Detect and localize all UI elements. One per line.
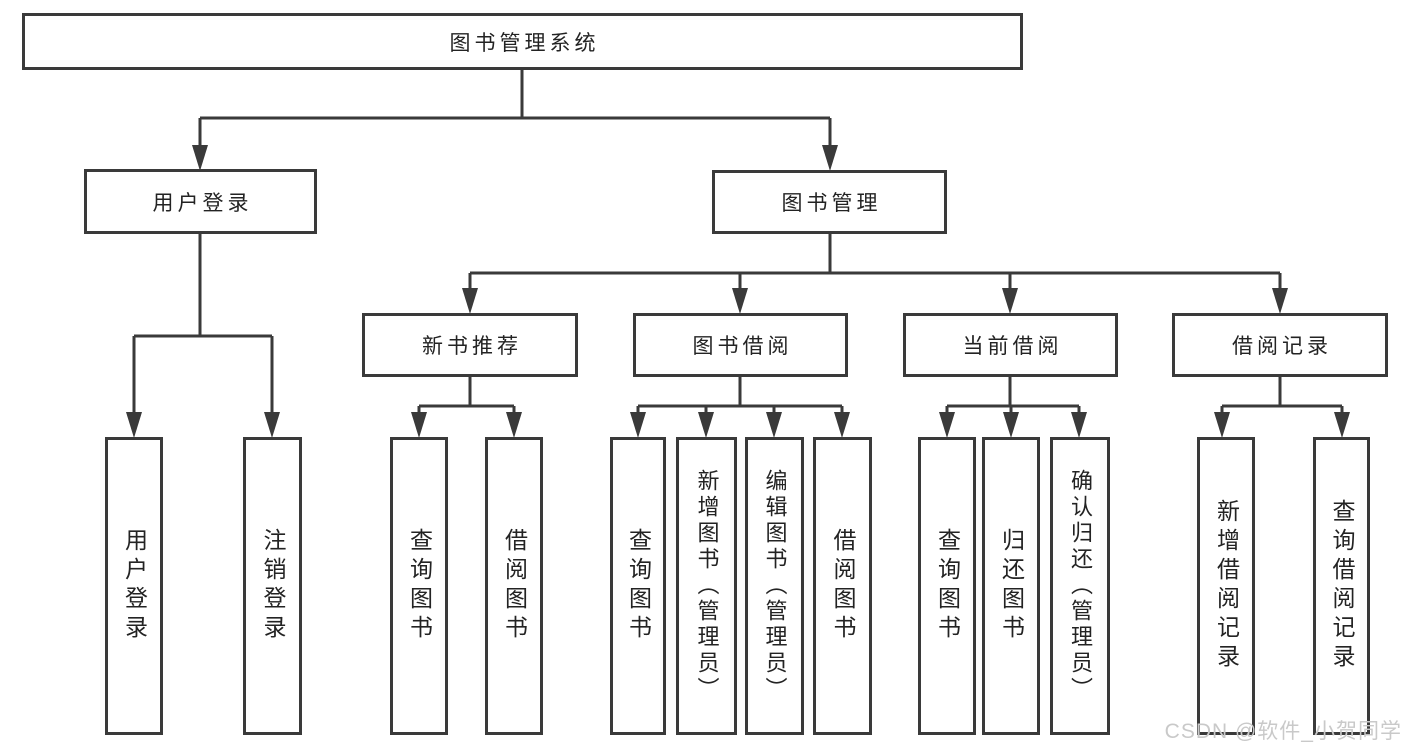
node-book-management: 图书管理 — [712, 170, 947, 234]
leaf-add-book-admin: 新增图书（管理员） — [676, 437, 737, 735]
arrowhead — [1272, 288, 1288, 314]
arrowhead — [1334, 412, 1350, 438]
arrowhead — [834, 412, 850, 438]
connector-current-borrow-branch — [945, 377, 1081, 415]
node-label: 查询借阅记录 — [1329, 499, 1355, 673]
leaf-return-books: 归还图书 — [982, 437, 1040, 735]
node-label: 借阅图书 — [501, 528, 528, 644]
arrowhead — [939, 412, 955, 438]
node-label: 当前借阅 — [962, 335, 1063, 358]
arrowhead — [1002, 288, 1018, 314]
arrowhead — [264, 412, 280, 438]
leaf-query-books-current: 查询图书 — [918, 437, 976, 735]
leaf-borrow-books: 借阅图书 — [813, 437, 872, 735]
node-label: 用户登录 — [121, 528, 148, 644]
csdn-watermark: CSDN @软件_小贺同学 — [1164, 720, 1402, 743]
node-label: 图书管理 — [781, 192, 882, 215]
node-label: 用户登录 — [152, 191, 253, 215]
leaf-add-borrow-record: 新增借阅记录 — [1197, 437, 1255, 735]
arrowhead — [698, 412, 714, 438]
node-new-book-recommend: 新书推荐 — [362, 313, 578, 377]
arrowhead — [411, 412, 427, 438]
node-label: 注销登录 — [260, 528, 286, 644]
node-book-borrow: 图书借阅 — [633, 313, 848, 377]
leaf-edit-book-admin: 编辑图书（管理员） — [745, 437, 804, 735]
node-label: 新增图书（管理员） — [694, 469, 720, 703]
arrowhead — [1003, 412, 1019, 438]
arrowhead — [1214, 412, 1230, 438]
node-label: 查询图书 — [934, 528, 961, 644]
arrowhead — [822, 145, 838, 171]
arrowhead — [630, 412, 646, 438]
connector-book-borrow-branch — [636, 377, 844, 415]
leaf-query-books-recommend: 查询图书 — [390, 437, 448, 735]
leaf-query-borrow-record: 查询借阅记录 — [1313, 437, 1370, 735]
arrowhead — [1071, 412, 1087, 438]
arrowhead — [732, 288, 748, 314]
node-label: 查询图书 — [406, 528, 433, 644]
connector-new-book-branch — [417, 377, 516, 415]
node-label: 借阅图书 — [830, 528, 856, 644]
node-label: 新书推荐 — [422, 335, 522, 358]
node-label: 图书管理系统 — [449, 31, 600, 55]
leaf-logout: 注销登录 — [243, 437, 302, 735]
node-label: 借阅记录 — [1232, 335, 1332, 358]
arrowhead — [506, 412, 522, 438]
connector-borrow-records-branch — [1220, 377, 1344, 415]
leaf-borrow-books-recommend: 借阅图书 — [485, 437, 543, 735]
node-label: 查询图书 — [625, 528, 652, 644]
arrowhead — [462, 288, 478, 314]
leaf-confirm-return-admin: 确认归还（管理员） — [1050, 437, 1110, 735]
node-label: 图书借阅 — [692, 335, 793, 358]
leaf-query-books-borrow: 查询图书 — [610, 437, 666, 735]
leaf-user-login: 用户登录 — [105, 437, 163, 735]
node-label: 归还图书 — [998, 528, 1025, 644]
node-borrow-records: 借阅记录 — [1172, 313, 1388, 377]
node-current-borrow: 当前借阅 — [903, 313, 1118, 377]
node-label: 编辑图书（管理员） — [762, 469, 788, 703]
connector-root-to-level2 — [198, 69, 832, 148]
arrowhead — [766, 412, 782, 438]
connector-user-login-branch — [132, 234, 274, 415]
node-user-login: 用户登录 — [84, 169, 317, 234]
node-label: 新增借阅记录 — [1213, 499, 1240, 673]
node-root-book-management-system: 图书管理系统 — [22, 13, 1023, 70]
arrowhead — [192, 145, 208, 171]
node-label: 确认归还（管理员） — [1068, 469, 1093, 703]
connector-book-management-branch — [468, 234, 1282, 291]
arrowhead — [126, 412, 142, 438]
